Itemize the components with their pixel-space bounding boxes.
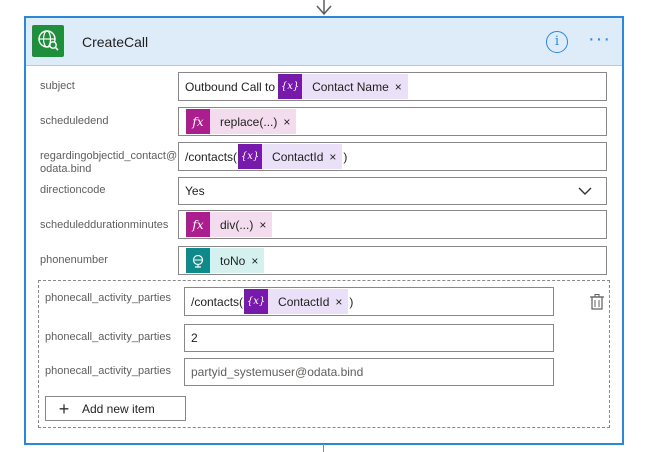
parties-item-3-label: phonecall_activity_parties	[45, 365, 171, 377]
regarding-field[interactable]: /contacts( {x} ContactId × )	[178, 142, 607, 171]
parties-item-2-label: phonecall_activity_parties	[45, 331, 171, 343]
scheduledend-field[interactable]: fx replace(...) ×	[178, 107, 607, 136]
chevron-down-icon[interactable]	[578, 185, 592, 197]
token-label: replace(...)	[220, 114, 278, 129]
directioncode-label: directioncode	[40, 184, 106, 196]
subject-text: Outbound Call to	[185, 79, 276, 94]
trigger-icon	[186, 248, 210, 273]
duration-label: scheduleddurationminutes	[40, 219, 169, 231]
token-remove-icon[interactable]: ×	[251, 253, 259, 268]
duration-field[interactable]: fx div(...) ×	[178, 210, 607, 239]
variable-icon: {x}	[238, 144, 263, 169]
token-remove-icon[interactable]: ×	[394, 79, 402, 94]
replace-expression-token[interactable]: fx replace(...) ×	[186, 109, 297, 134]
token-label: ContactId	[272, 149, 324, 164]
parties-item-1-label: phonecall_activity_parties	[45, 292, 171, 304]
token-remove-icon[interactable]: ×	[329, 149, 337, 164]
parties-item-1-suffix: )	[349, 294, 354, 309]
tono-token[interactable]: toNo ×	[186, 248, 265, 273]
contactid-token[interactable]: {x} ContactId ×	[238, 144, 343, 169]
parties-item-1-prefix: /contacts(	[191, 294, 244, 309]
phonenumber-label: phonenumber	[40, 254, 108, 266]
contactid-token[interactable]: {x} ContactId ×	[244, 289, 349, 314]
directioncode-dropdown[interactable]: Yes	[178, 177, 607, 205]
activity-parties-array: phonecall_activity_parties /contacts( {x…	[38, 280, 610, 428]
scheduledend-label: scheduledend	[40, 115, 109, 127]
parties-item-3-placeholder: partyid_systemuser@odata.bind	[191, 365, 364, 379]
expression-icon: fx	[186, 212, 210, 237]
regarding-prefix: /contacts(	[185, 149, 238, 164]
parties-item-1-field[interactable]: /contacts( {x} ContactId × )	[184, 287, 554, 316]
token-remove-icon[interactable]: ×	[335, 294, 343, 309]
div-expression-token[interactable]: fx div(...) ×	[186, 212, 273, 237]
more-options-icon[interactable]: ···	[588, 28, 611, 50]
token-label: toNo	[220, 253, 246, 268]
regarding-label: regardingobjectid_contact@odata.bind	[40, 150, 178, 175]
variable-icon: {x}	[278, 74, 303, 99]
phonenumber-field[interactable]: toNo ×	[178, 246, 607, 275]
directioncode-value: Yes	[185, 184, 205, 198]
action-card: CreateCall i ··· subject Outbound Call t…	[24, 16, 624, 445]
variable-icon: {x}	[244, 289, 269, 314]
token-remove-icon[interactable]: ×	[259, 217, 267, 232]
expression-icon: fx	[186, 109, 210, 134]
token-remove-icon[interactable]: ×	[283, 114, 291, 129]
contact-name-token[interactable]: {x} Contact Name ×	[278, 74, 408, 99]
globe-search-icon	[32, 25, 64, 57]
connector-line	[323, 444, 324, 452]
token-label: ContactId	[278, 294, 330, 309]
subject-label: subject	[40, 80, 75, 92]
token-label: div(...)	[220, 217, 254, 232]
regarding-suffix: )	[343, 149, 348, 164]
parties-item-2-field[interactable]: 2	[184, 324, 554, 352]
connector-arrow-icon	[316, 0, 332, 16]
add-new-item-button[interactable]: + Add new item	[45, 396, 186, 421]
info-icon[interactable]: i	[546, 31, 568, 53]
parties-item-2-value: 2	[191, 331, 198, 345]
token-label: Contact Name	[312, 79, 389, 94]
delete-item-icon[interactable]	[589, 293, 605, 311]
card-header[interactable]: CreateCall i ···	[26, 18, 622, 66]
plus-icon: +	[58, 398, 70, 419]
card-title: CreateCall	[82, 34, 149, 50]
add-new-item-label: Add new item	[82, 401, 155, 416]
subject-field[interactable]: Outbound Call to {x} Contact Name ×	[178, 72, 607, 101]
parties-item-3-field[interactable]: partyid_systemuser@odata.bind	[184, 358, 554, 386]
